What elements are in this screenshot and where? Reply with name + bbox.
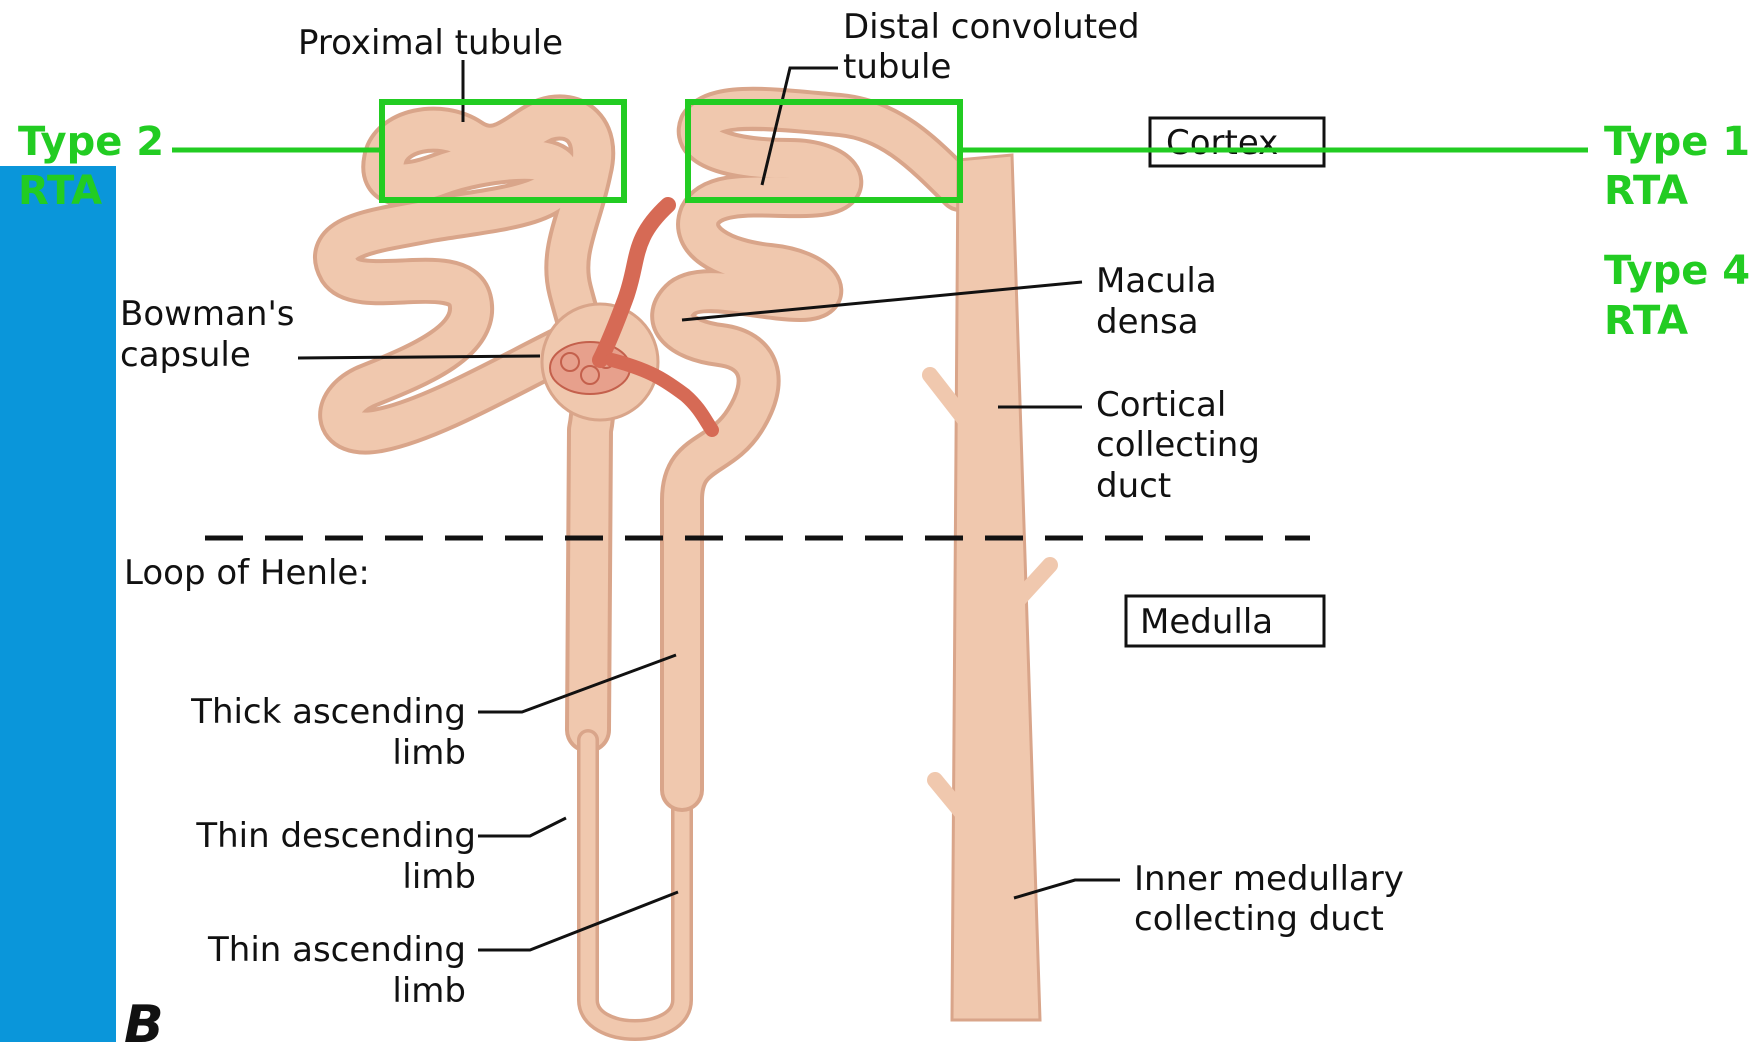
loop-of-henle-label: Loop of Henle: bbox=[124, 553, 370, 593]
thick-ascending-limb-label-line1: Thick ascending bbox=[190, 692, 466, 732]
type2-rta-label-line1: Type 2 bbox=[18, 119, 164, 165]
medulla-label: Medulla bbox=[1140, 602, 1273, 642]
cortical-collecting-duct-label-line3: duct bbox=[1096, 466, 1171, 506]
side-bar bbox=[0, 166, 116, 1042]
bowmans-capsule-label-line2: capsule bbox=[120, 335, 251, 375]
type4-rta-label-line1: Type 4 bbox=[1604, 248, 1750, 294]
inner-medullary-duct-label-line1: Inner medullary bbox=[1134, 859, 1404, 899]
thick-ascending-limb-label-line2: limb bbox=[392, 733, 466, 773]
thin-ascending-limb-label-line1: Thin ascending bbox=[207, 930, 466, 970]
cortical-collecting-duct-label-line1: Cortical bbox=[1096, 385, 1226, 425]
inner-medullary-duct-label-line2: collecting duct bbox=[1134, 899, 1384, 939]
panel-letter: B bbox=[124, 995, 164, 1042]
thin-descending-limb-label-line1: Thin descending bbox=[195, 816, 476, 856]
distal-tubule-label-line2: tubule bbox=[843, 47, 951, 87]
cortical-collecting-duct-label-line2: collecting bbox=[1096, 425, 1260, 465]
bowmans-capsule-label-line1: Bowman's bbox=[120, 294, 295, 334]
thin-ascending-limb-label-line2: limb bbox=[392, 971, 466, 1011]
type4-rta-label-line2: RTA bbox=[1604, 298, 1688, 344]
macula-densa-label-line2: densa bbox=[1096, 302, 1199, 342]
proximal-tubule-label: Proximal tubule bbox=[298, 23, 563, 63]
cortex-label-box: Cortex bbox=[1150, 118, 1324, 166]
cortex-label: Cortex bbox=[1166, 123, 1278, 163]
medulla-label-box: Medulla bbox=[1126, 596, 1324, 646]
type1-rta-label-line2: RTA bbox=[1604, 168, 1688, 214]
thin-descending-limb-label-line2: limb bbox=[402, 857, 476, 897]
type1-rta-label-line1: Type 1 bbox=[1604, 119, 1750, 165]
type2-rta-label-line2: RTA bbox=[18, 168, 102, 214]
distal-tubule-label-line1: Distal convoluted bbox=[843, 7, 1140, 47]
macula-densa-label-line1: Macula bbox=[1096, 261, 1217, 301]
